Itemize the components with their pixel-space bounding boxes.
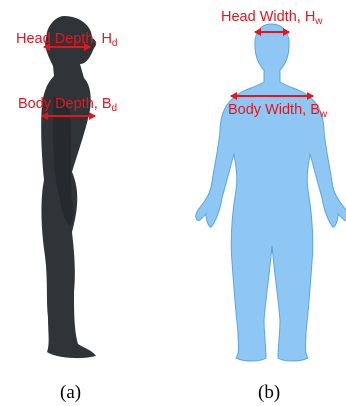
- body-depth-label: Body Depth, Bd: [18, 96, 117, 114]
- head-depth-label: Head Depth, Hd: [16, 31, 117, 49]
- body-depth-label-text: Body Depth, B: [18, 96, 112, 112]
- panel-a: Head Depth, Hd Body Depth, Bd (a): [16, 16, 117, 403]
- head-depth-label-text: Head Depth, H: [16, 31, 112, 47]
- front-body-silhouette: [196, 24, 346, 361]
- head-width-label: Head Width, Hw: [221, 9, 323, 27]
- head-width-label-text: Head Width, H: [221, 9, 315, 25]
- body-width-label: Body Width, Bw: [228, 102, 328, 120]
- head-depth-label-sub: d: [112, 38, 118, 49]
- panel-b: Head Width, Hw Body Width, Bw (b): [196, 9, 346, 403]
- caption-a: (a): [60, 382, 81, 403]
- caption-b: (b): [258, 382, 280, 403]
- body-width-label-text: Body Width, B: [228, 102, 320, 118]
- body-width-label-sub: w: [319, 109, 328, 120]
- body-depth-label-sub: d: [112, 103, 118, 114]
- head-width-label-sub: w: [314, 16, 323, 27]
